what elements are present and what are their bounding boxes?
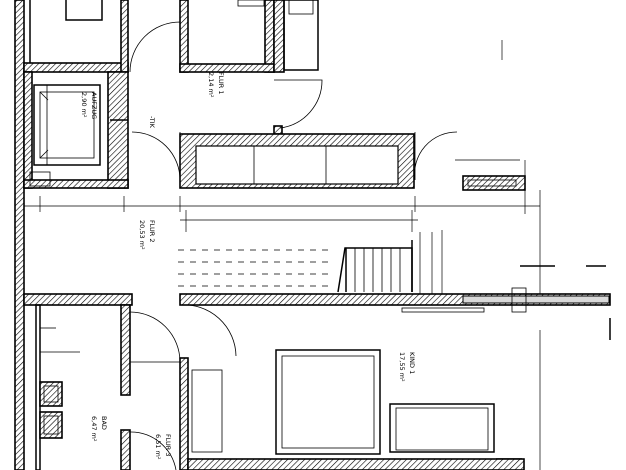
room-area-flur-1: 2,14 m² <box>207 72 215 98</box>
balcony-rail <box>462 175 526 191</box>
room-label-flur-2: FLUR 2 <box>148 220 156 243</box>
room-label-flur-3: FLUR 3 <box>164 434 172 457</box>
room-area-aufzug: 2,90 m² <box>80 92 88 118</box>
room-label-bad: BAD <box>100 416 108 430</box>
lower-right-rooms <box>179 349 525 470</box>
door-tag-label: -TIK <box>148 116 156 129</box>
corridor-top-walls <box>179 0 319 135</box>
room-area-kind-1: 17,55 m² <box>398 352 406 382</box>
room-label-flur-1: FLUR 1 <box>217 72 225 95</box>
lower-left-rooms <box>23 293 237 470</box>
room-area-bad: 6,47 m² <box>90 416 98 442</box>
elevator-shaft <box>23 71 129 189</box>
staircase <box>178 230 443 294</box>
room-label-aufzug: AUFZUG <box>90 92 98 119</box>
middle-wall <box>179 287 611 313</box>
central-block <box>179 133 415 189</box>
exterior-wall-left <box>14 0 25 470</box>
room-area-flur-3: 6,51 m² <box>154 434 162 460</box>
room-label-kind-1: KIND 1 <box>408 352 416 374</box>
top-left-room <box>23 0 129 73</box>
room-area-flur-2: 20,53 m² <box>138 220 146 250</box>
